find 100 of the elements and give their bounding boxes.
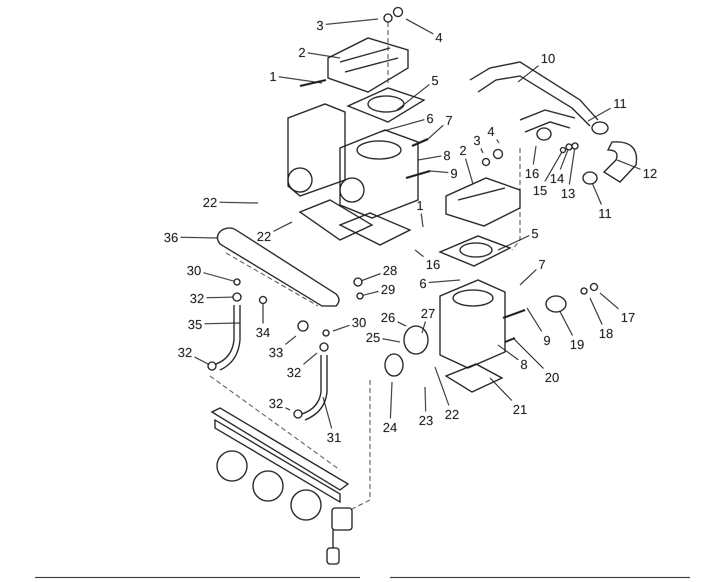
callout-number: 25 — [364, 330, 382, 344]
leader-line — [397, 321, 406, 326]
callout-number: 13 — [560, 186, 576, 200]
leader-line — [204, 322, 240, 324]
leader-line — [273, 222, 292, 232]
leader-line — [496, 139, 500, 144]
callout-number: 8 — [519, 356, 529, 372]
leader-line — [406, 18, 434, 34]
hose — [215, 304, 241, 371]
leader-line — [322, 396, 332, 429]
leader-line — [180, 236, 218, 238]
leader-line — [194, 356, 209, 365]
leader-line — [518, 65, 539, 82]
callout-number: 22 — [444, 406, 460, 422]
round-fitting — [565, 143, 573, 151]
leader-line — [285, 336, 296, 345]
round-fitting — [232, 292, 242, 302]
leader-line — [203, 272, 235, 282]
callout-number: 21 — [512, 402, 528, 416]
leader-line — [414, 250, 424, 258]
leader-line — [490, 378, 512, 401]
cylinder — [339, 129, 419, 219]
leader-line — [424, 386, 426, 412]
leader-line — [219, 202, 258, 204]
round-fitting — [560, 146, 566, 154]
callout-number: 3 — [315, 18, 325, 32]
callout-number: 16 — [424, 256, 442, 272]
callout-number: 7 — [444, 112, 454, 128]
leader-line — [418, 156, 442, 160]
leader-line — [544, 152, 562, 182]
leader-line — [592, 183, 602, 205]
callout-number: 22 — [256, 228, 272, 244]
callout-number: 20 — [544, 370, 560, 384]
leader-line — [422, 321, 426, 334]
bolt — [412, 138, 428, 147]
callout-number: 14 — [548, 170, 566, 186]
leader-line — [560, 149, 568, 170]
leader-line — [498, 235, 530, 250]
callout-number: 4 — [434, 30, 444, 44]
callout-number: 32 — [176, 344, 194, 360]
leader-line — [480, 148, 484, 154]
callout-number: 16 — [524, 166, 540, 180]
leader-line — [396, 84, 430, 110]
callout-number: 9 — [449, 166, 459, 180]
leader-line — [206, 296, 234, 298]
callout-number: 15 — [532, 182, 548, 198]
callout-number: 28 — [382, 262, 398, 278]
leader-line — [465, 158, 474, 184]
callout-number: 30 — [186, 262, 202, 278]
leader-line — [325, 18, 378, 25]
ring-clamp — [582, 171, 598, 185]
leader-line — [526, 308, 542, 332]
round-fitting — [353, 277, 363, 287]
callout-number: 17 — [620, 310, 636, 324]
callout-number: 8 — [442, 148, 452, 162]
callout-number: 35 — [186, 316, 204, 332]
callout-number: 32 — [268, 396, 284, 410]
leader-line — [278, 76, 322, 84]
leader-line — [434, 366, 450, 406]
leader-line — [616, 160, 641, 170]
leader-line — [420, 213, 424, 228]
callout-number: 1 — [415, 198, 425, 212]
leader-line — [498, 344, 519, 360]
leader-line — [382, 338, 400, 342]
callout-number: 12 — [642, 166, 658, 180]
leader-line — [428, 280, 460, 283]
round-fitting — [571, 142, 579, 150]
callout-number: 32 — [188, 290, 206, 306]
round-fitting — [233, 278, 241, 286]
leader-line — [568, 148, 576, 185]
callout-number: 27 — [420, 306, 436, 320]
bolt — [406, 170, 430, 180]
callout-number: 1 — [268, 68, 278, 84]
leader-line — [588, 108, 611, 122]
leader-line — [532, 146, 536, 165]
leader-line — [430, 170, 449, 173]
callout-number: 32 — [286, 364, 302, 380]
callout-number: 36 — [162, 230, 180, 244]
leader-line — [590, 298, 603, 325]
leader-line — [303, 352, 318, 365]
leader-line — [428, 124, 444, 140]
callout-number: 9 — [542, 332, 552, 348]
callout-number: 3 — [472, 132, 482, 148]
callout-number: 30 — [350, 314, 368, 330]
ring-clamp — [545, 295, 567, 313]
callout-number: 4 — [486, 124, 496, 138]
callout-number: 11 — [596, 206, 614, 220]
callout-number: 5 — [530, 226, 540, 240]
callout-number: 34 — [254, 324, 272, 340]
callout-number: 33 — [268, 344, 284, 360]
leader-line — [512, 338, 544, 369]
round-fitting — [356, 292, 364, 300]
cylinder-head — [445, 177, 521, 227]
callout-number: 2 — [458, 142, 468, 158]
leader-line — [520, 269, 537, 286]
callout-number: 6 — [425, 110, 435, 126]
leader-line — [559, 310, 573, 336]
callout-number: 6 — [418, 276, 428, 290]
callout-number: 24 — [382, 420, 398, 434]
callout-number: 26 — [380, 310, 396, 324]
